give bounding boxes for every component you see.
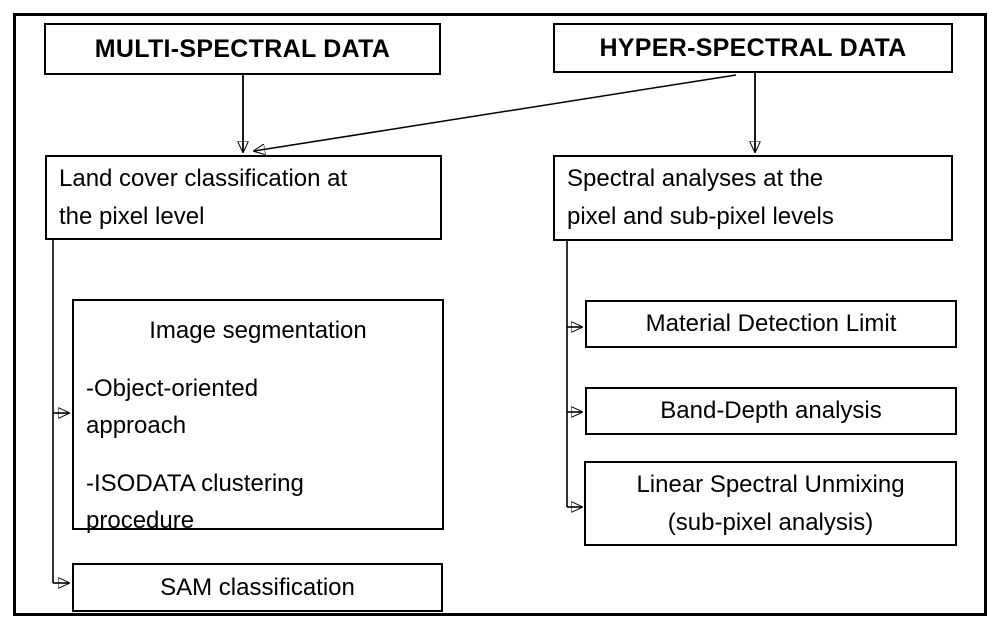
node-hyper-spectral-data: HYPER-SPECTRAL DATA xyxy=(553,23,953,73)
node-label: HYPER-SPECTRAL DATA xyxy=(599,34,907,62)
segmentation-item-isodata: -ISODATA clustering procedure xyxy=(86,465,442,539)
segmentation-title: Image segmentation xyxy=(149,317,367,344)
item-line1: -ISODATA clustering xyxy=(86,470,304,497)
node-spectral-analyses: Spectral analyses at the pixel and sub-p… xyxy=(553,155,953,241)
node-label-line2: (sub-pixel analysis) xyxy=(667,509,874,536)
segmentation-item-object-oriented: -Object-oriented approach xyxy=(86,370,442,444)
item-line2: procedure xyxy=(86,507,195,534)
node-band-depth-analysis: Band-Depth analysis xyxy=(585,387,957,435)
node-label: SAM classification xyxy=(160,573,355,601)
node-sam-classification: SAM classification xyxy=(72,563,443,612)
item-line1: -Object-oriented xyxy=(86,375,259,402)
node-label: Band-Depth analysis xyxy=(660,397,882,424)
node-image-segmentation: Image segmentation -Object-oriented appr… xyxy=(72,299,444,534)
node-label-line1: Spectral analyses at the xyxy=(567,165,824,192)
node-label: Material Detection Limit xyxy=(645,310,897,337)
node-land-cover-classification: Land cover classification at the pixel l… xyxy=(45,155,442,240)
node-multi-spectral-data: MULTI-SPECTRAL DATA xyxy=(44,23,441,75)
node-linear-spectral-unmixing: Linear Spectral Unmixing (sub-pixel anal… xyxy=(584,461,957,546)
node-label-line2: pixel and sub-pixel levels xyxy=(567,203,834,230)
node-label-line1: Linear Spectral Unmixing xyxy=(636,471,905,498)
node-label-line1: Land cover classification at xyxy=(59,165,348,192)
node-label: MULTI-SPECTRAL DATA xyxy=(94,35,391,63)
node-material-detection-limit: Material Detection Limit xyxy=(585,300,957,348)
item-line2: approach xyxy=(86,412,187,439)
node-label-line2: the pixel level xyxy=(59,203,205,230)
